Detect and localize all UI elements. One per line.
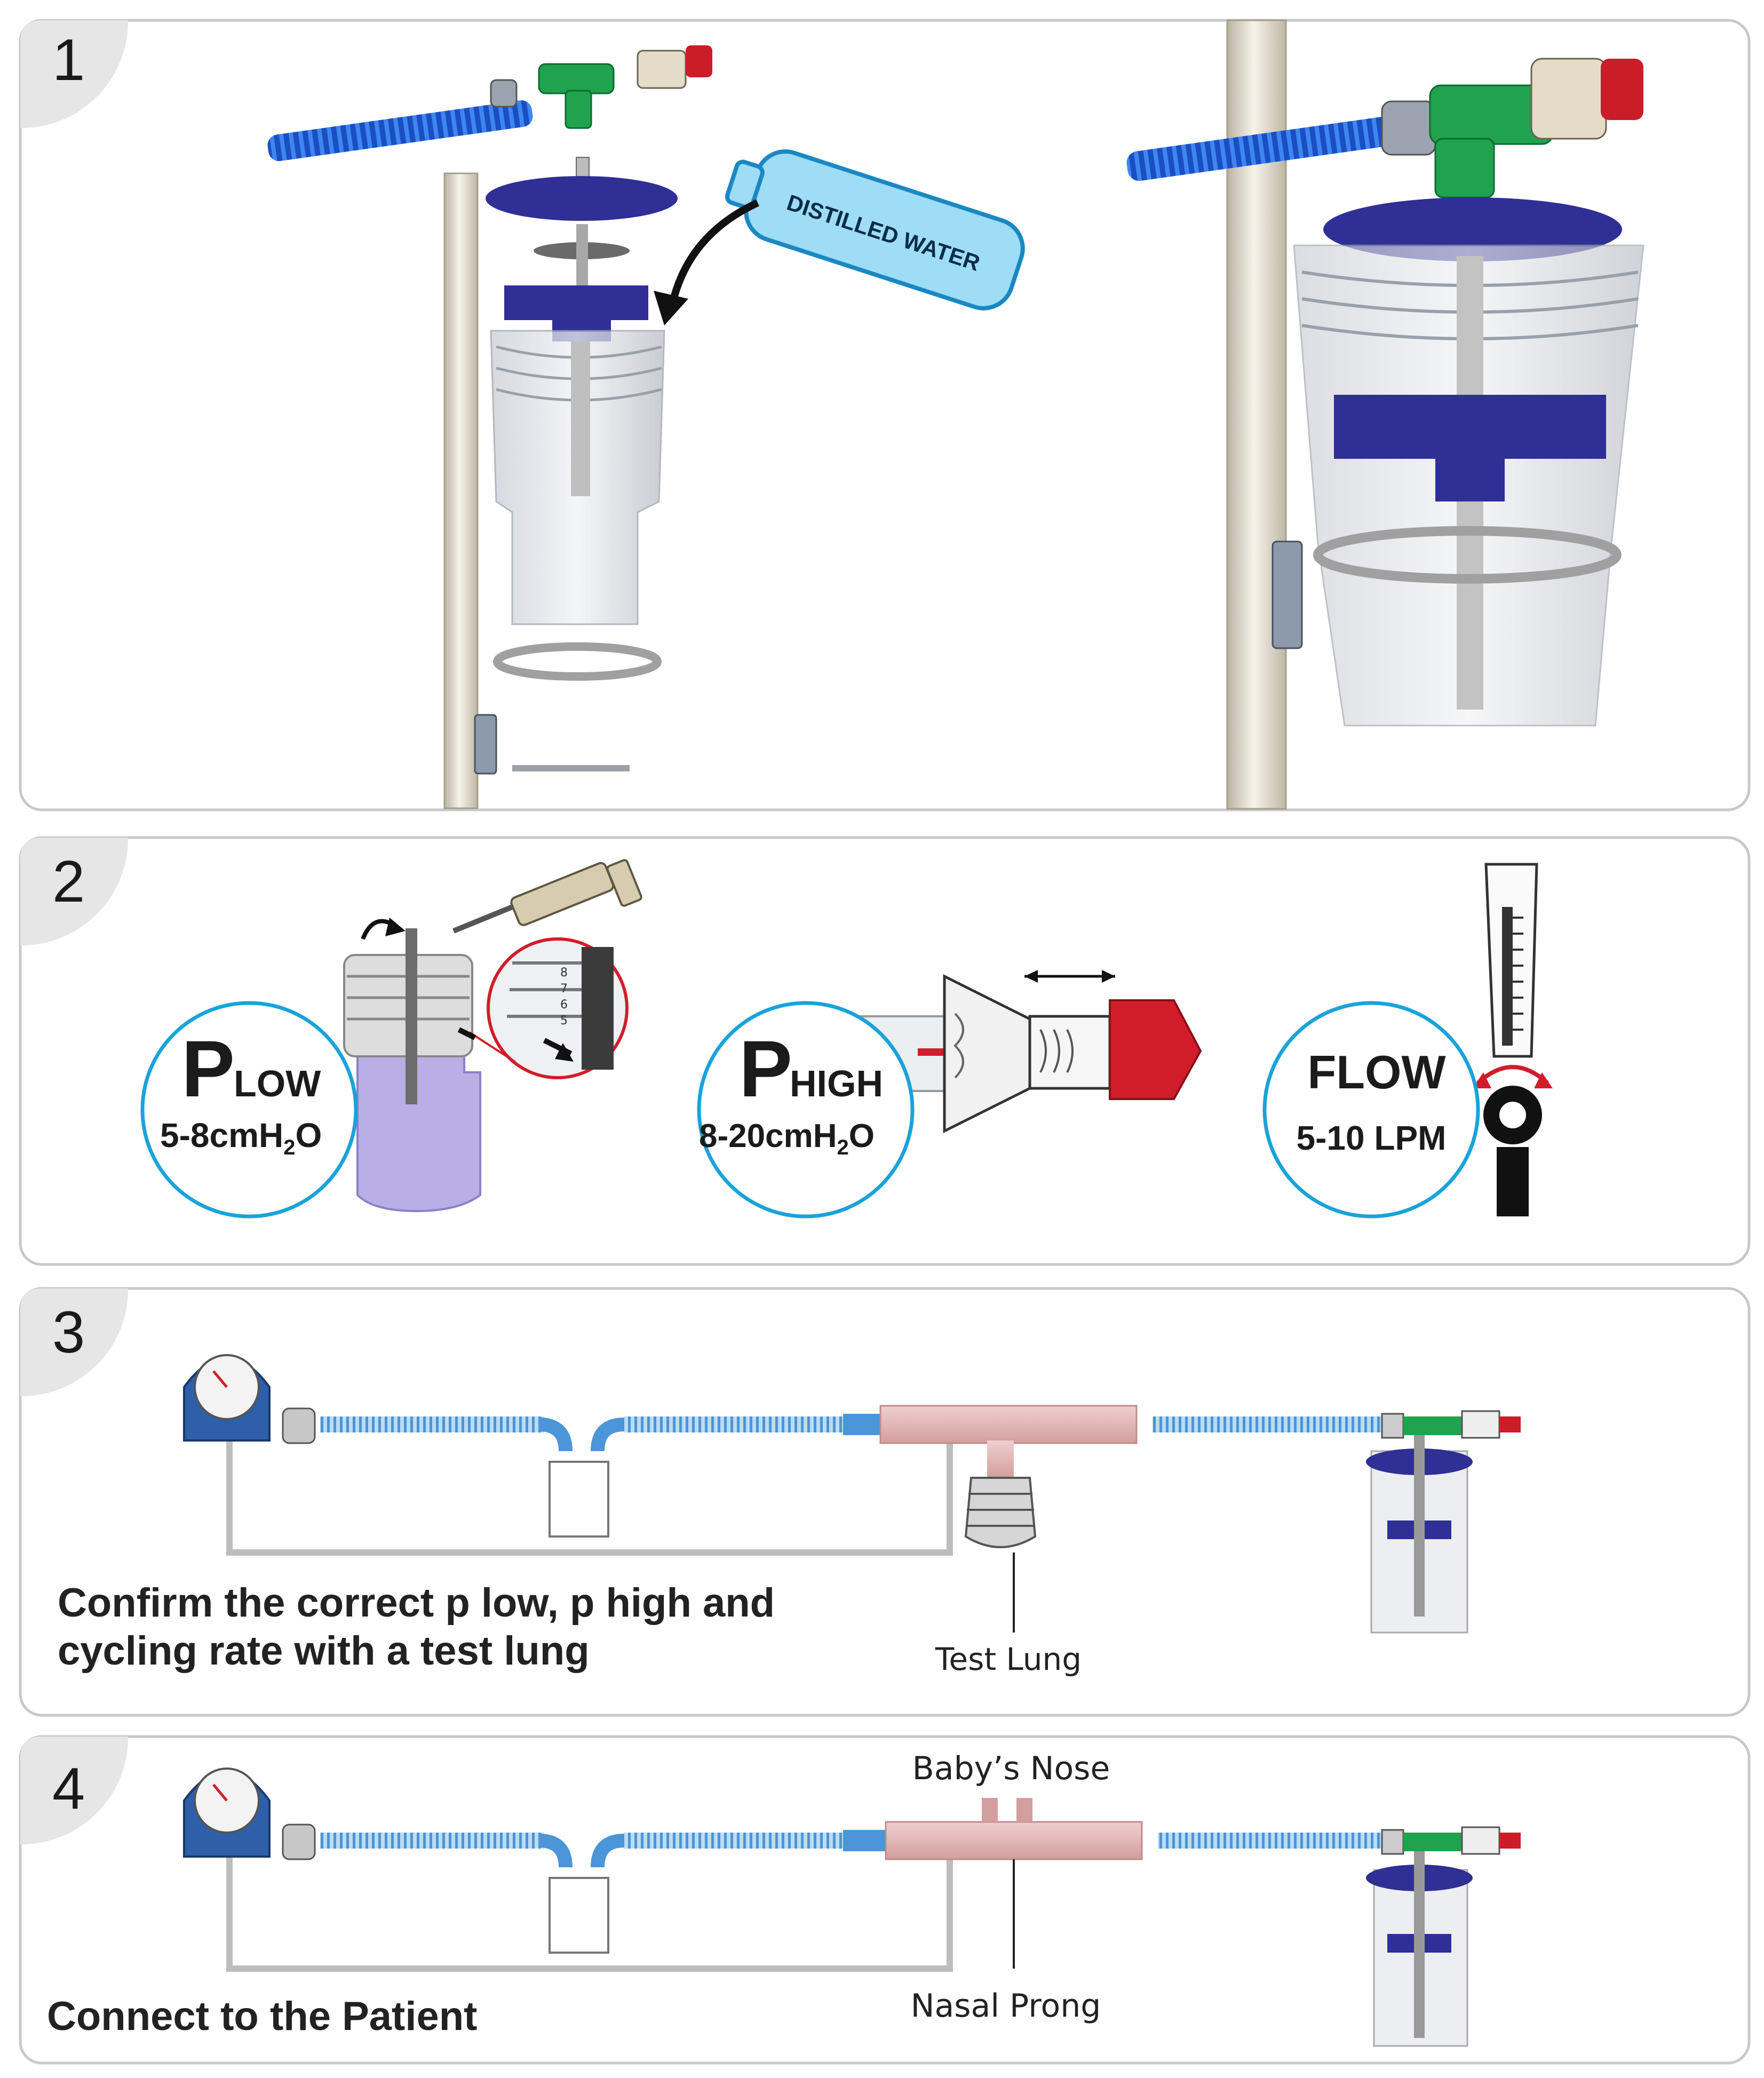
panel-number-2: 2	[52, 849, 85, 914]
syringe-icon	[452, 859, 642, 934]
water-column-icon: 8 7 6 5	[343, 859, 642, 1213]
float-stem-upper	[576, 224, 588, 288]
float-collar	[504, 285, 648, 341]
inspiratory-tube-4b	[624, 1833, 848, 1849]
panel-number-1: 1	[52, 27, 85, 93]
phigh-big-letter: P	[739, 1024, 792, 1113]
humidifier-assembled	[1126, 19, 1644, 810]
blue-corrugated-tube	[267, 100, 533, 161]
plow-range: 5-8cmH2O	[160, 1116, 322, 1159]
outlet-connector-3	[282, 1407, 316, 1444]
panel-2: 2 8 7 6 5 P LOW	[19, 836, 1751, 1266]
mini-humidifier-3	[1366, 1410, 1521, 1634]
pour-arrowhead	[654, 291, 688, 325]
pole-clamp-assembled	[1272, 540, 1303, 649]
phigh-sub-label: HIGH	[790, 1063, 883, 1104]
step3-caption-line1: Confirm the correct p low, p high and	[58, 1580, 775, 1626]
step3-caption-line2: cycling rate with a test lung	[58, 1628, 590, 1674]
phigh-badge-circle	[697, 1001, 915, 1219]
water-trap-tube-4	[538, 1834, 625, 1868]
outlet-connector-4	[282, 1824, 316, 1860]
pressure-manometer-icon-4	[183, 1768, 271, 1858]
float-stem-lower	[571, 341, 590, 496]
pressure-valve-assembled	[1530, 58, 1643, 140]
flowmeter-icon	[1473, 863, 1553, 1216]
pole-clamp	[474, 714, 497, 775]
step4-caption: Connect to the Patient	[47, 1994, 477, 2039]
test-tee-3	[879, 1405, 1138, 1444]
green-tee-connector	[538, 63, 615, 129]
scale-tick-8: 8	[560, 966, 568, 980]
flow-label: FLOW	[1307, 1046, 1445, 1098]
panel-4: 4 Baby’s Nose Nasal Prong Con	[19, 1735, 1751, 2065]
flow-badge-circle	[1262, 1001, 1480, 1219]
panel-3-frame	[19, 1287, 1751, 1717]
green-tee-assembled	[1429, 84, 1554, 198]
phigh-range: 8-20cmH2O	[699, 1118, 875, 1159]
float-collar-assembled	[1334, 395, 1606, 501]
panel-1-number-disc	[20, 20, 129, 129]
test-lung-label: Test Lung	[935, 1641, 1082, 1677]
pressure-manometer-icon	[183, 1354, 271, 1442]
panel-4-frame	[19, 1735, 1751, 2065]
pressure-valve-icon	[858, 970, 1202, 1134]
pressure-valve-cap	[637, 45, 712, 89]
tube-end-3	[843, 1414, 880, 1435]
panel-2-number-disc	[20, 838, 129, 946]
plow-big-letter: P	[181, 1024, 235, 1113]
plow-sub-label: LOW	[234, 1063, 321, 1104]
tube-connector	[490, 79, 518, 108]
inspiratory-tube-3b	[624, 1416, 848, 1432]
panel-number-4: 4	[52, 1756, 85, 1821]
nasal-prong-right	[1016, 1798, 1032, 1822]
panel-3-number-disc	[20, 1288, 129, 1397]
test-tee-stem-3	[987, 1440, 1014, 1478]
water-trap-4	[549, 1877, 609, 1954]
babys-nose-label: Baby’s Nose	[912, 1750, 1110, 1787]
panel-number-3: 3	[52, 1300, 85, 1365]
scale-tick-7: 7	[560, 982, 568, 996]
plow-badge-circle	[140, 1001, 358, 1219]
humidifier-disassembled	[267, 45, 712, 809]
panel-3: 3 Confirm the corr	[19, 1287, 1751, 1717]
expiratory-tube-4	[1158, 1833, 1382, 1849]
pressure-line-3	[226, 1427, 953, 1556]
jar-lid	[486, 176, 678, 221]
mini-humidifier-4	[1366, 1826, 1521, 2047]
nasal-prong-left	[982, 1798, 998, 1822]
panel-4-number-disc	[20, 1737, 129, 1845]
pour-arrow	[669, 199, 759, 305]
panel-1: 1	[19, 19, 1751, 811]
inspiratory-tube-3a	[320, 1416, 544, 1432]
inspiratory-tube-4a	[320, 1833, 544, 1849]
flow-range: 5-10 LPM	[1297, 1119, 1447, 1157]
tube-end-4	[843, 1830, 886, 1851]
scale-tick-5: 5	[560, 1014, 568, 1028]
water-trap-tube-3	[538, 1418, 625, 1452]
scale-tick-6: 6	[560, 998, 568, 1012]
test-lung-icon	[964, 1477, 1037, 1548]
iv-pole-left	[443, 172, 479, 809]
tube-connector-assembled	[1381, 100, 1436, 156]
blue-corrugated-tube-assembled	[1126, 115, 1403, 181]
nasal-prong-body	[885, 1821, 1143, 1860]
pressure-line-4	[226, 1846, 953, 1972]
jar-holder-ring-assembled	[1313, 526, 1622, 584]
expiratory-tube-3	[1153, 1416, 1382, 1432]
jar-holder-ring	[493, 642, 662, 681]
nasal-prong-label: Nasal Prong	[911, 1987, 1101, 2025]
water-trap-3	[549, 1461, 609, 1538]
